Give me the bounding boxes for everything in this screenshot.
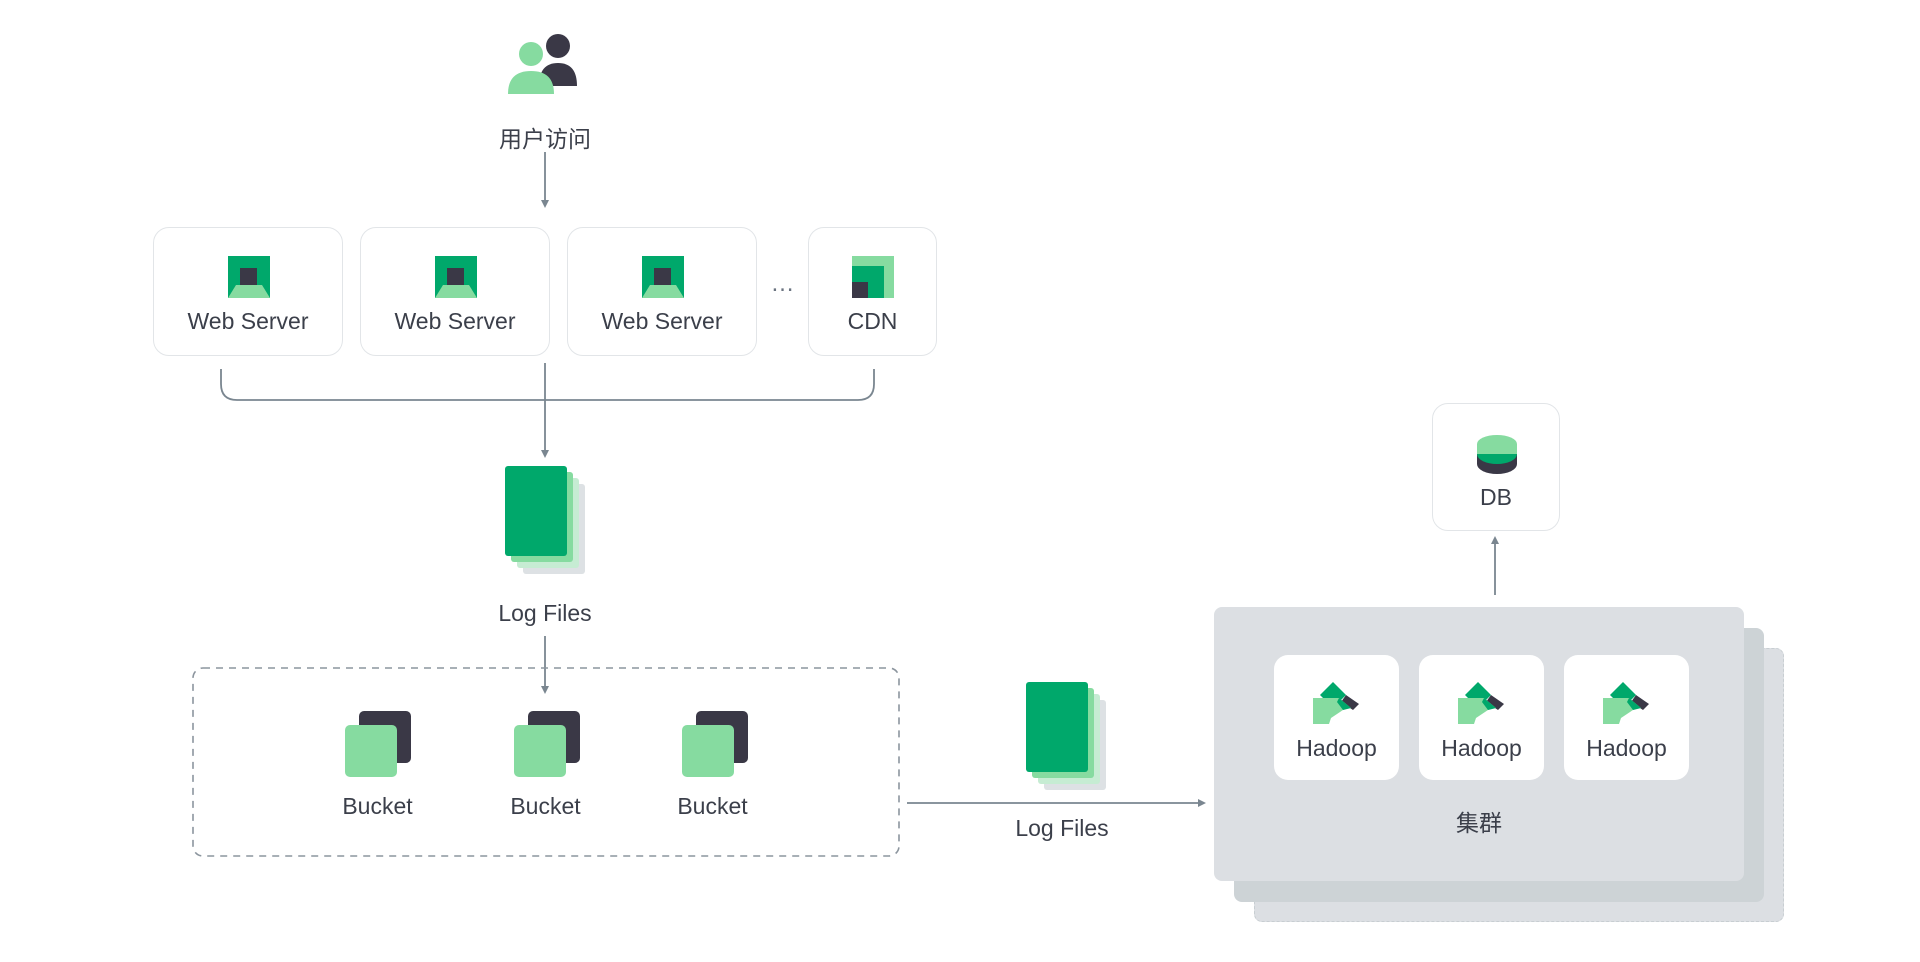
hadoop-label: Hadoop [1296, 735, 1377, 761]
cluster-panel: Hadoop Hadoop Ha [1214, 607, 1744, 881]
log-files-icon [1024, 682, 1108, 792]
web-server-icon [642, 256, 684, 298]
user-label: 用户访问 [499, 126, 591, 152]
bucket-label: Bucket [342, 793, 413, 819]
bucket-icon [345, 711, 411, 777]
cdn-label: CDN [847, 308, 898, 334]
cluster-label: 集群 [1456, 810, 1502, 836]
bucket-icon [682, 711, 748, 777]
hadoop-label: Hadoop [1586, 735, 1667, 761]
bucket-icon [514, 711, 580, 777]
bucket-label: Bucket [510, 793, 581, 819]
hadoop-node-2[interactable]: Hadoop [1419, 655, 1544, 780]
web-server-card-3[interactable]: Web Server [567, 227, 757, 356]
hadoop-icon [1313, 680, 1361, 726]
web-server-label: Web Server [187, 308, 309, 334]
hadoop-icon [1603, 680, 1651, 726]
web-server-icon [228, 256, 270, 298]
web-server-card-2[interactable]: Web Server [360, 227, 550, 356]
web-server-label: Web Server [601, 308, 723, 334]
hadoop-node-1[interactable]: Hadoop [1274, 655, 1399, 780]
cdn-icon [852, 256, 894, 298]
ellipsis: … [770, 270, 795, 297]
bucket-label: Bucket [677, 793, 748, 819]
log-files-icon [503, 466, 587, 576]
log-files-label: Log Files [1015, 815, 1109, 841]
users-icon [505, 32, 585, 96]
bucket-group-border [192, 667, 900, 857]
web-server-card-1[interactable]: Web Server [153, 227, 343, 356]
hadoop-icon [1458, 680, 1506, 726]
db-label: DB [1480, 484, 1512, 510]
database-icon [1476, 434, 1518, 476]
hadoop-node-3[interactable]: Hadoop [1564, 655, 1689, 780]
db-card[interactable]: DB [1432, 403, 1560, 531]
cdn-card[interactable]: CDN [808, 227, 937, 356]
hadoop-label: Hadoop [1441, 735, 1522, 761]
log-files-label: Log Files [498, 600, 592, 626]
web-server-icon [435, 256, 477, 298]
web-server-label: Web Server [394, 308, 516, 334]
server-collector-bracket [220, 369, 875, 401]
